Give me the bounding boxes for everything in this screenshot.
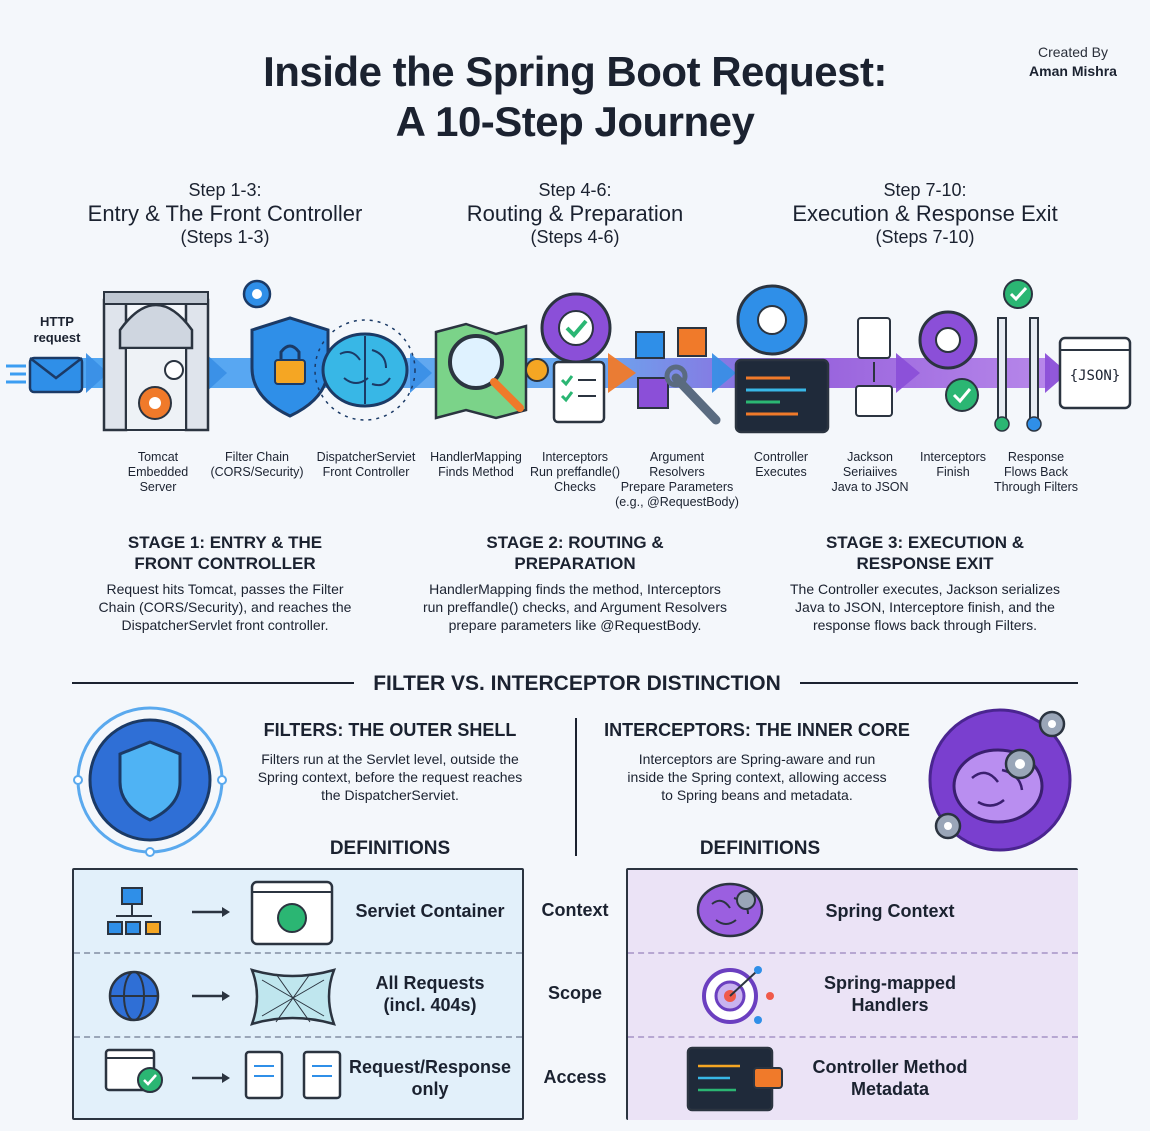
security-shield-icon bbox=[242, 279, 330, 418]
vertical-divider bbox=[575, 718, 577, 856]
tomcat-gate-icon bbox=[102, 291, 210, 432]
json-window-icon bbox=[1058, 336, 1132, 410]
filter-row-icons bbox=[104, 880, 342, 1100]
arrow-right-icon bbox=[192, 907, 230, 917]
dispatcher-brain-icon bbox=[314, 319, 416, 421]
json-label: {JSON} bbox=[1069, 368, 1121, 384]
filter-shield-badge bbox=[73, 706, 227, 857]
phase-2-header: Step 4-6: Routing & Preparation (Steps 4… bbox=[405, 180, 745, 248]
phase-3-step: Step 7-10: bbox=[883, 180, 967, 200]
flow-arrow bbox=[410, 353, 432, 393]
arrow-right-icon bbox=[192, 991, 230, 1001]
phase-2-range: (Steps 4-6) bbox=[530, 227, 620, 247]
map-magnifier-icon bbox=[434, 322, 528, 420]
created-by-label: Created By bbox=[1037, 44, 1109, 60]
divider-left bbox=[72, 682, 354, 684]
browser-check-icon bbox=[104, 1048, 163, 1093]
controller-code-icon bbox=[734, 284, 830, 434]
flow-arrow-purple bbox=[1045, 353, 1068, 393]
interceptor-checks-icon bbox=[525, 292, 612, 424]
arrow-right-icon bbox=[192, 1073, 230, 1083]
definitions-title-right: DEFINITIONS bbox=[699, 838, 821, 859]
divider-right bbox=[800, 682, 1078, 684]
filter-context-value: Serviet Container bbox=[355, 901, 505, 921]
phase-1-header: Step 1-3: Entry & The Front Controller (… bbox=[55, 180, 395, 248]
envelope-icon bbox=[6, 356, 84, 394]
argument-resolver-icon bbox=[635, 327, 721, 425]
phase-3-name: Execution & Response Exit bbox=[792, 201, 1058, 226]
target-icon bbox=[702, 966, 774, 1024]
stage-3-description: The Controller executes, Jackson seriali… bbox=[789, 581, 1060, 633]
net-icon bbox=[249, 968, 337, 1026]
flow-arrow bbox=[712, 353, 736, 393]
distinction-title: FILTER VS. INTERCEPTOR DISTINCTION bbox=[373, 672, 781, 695]
response-filters-icon bbox=[994, 279, 1042, 432]
interceptors-title: INTERCEPTORS: THE INNER CORE bbox=[604, 720, 910, 740]
phase-1-name: Entry & The Front Controller bbox=[87, 201, 363, 226]
page-title-line2: A 10-Step Journey bbox=[395, 98, 755, 145]
flow-arrow bbox=[205, 353, 227, 393]
phase-2-step: Step 4-6: bbox=[538, 180, 612, 200]
hierarchy-icon bbox=[107, 887, 161, 935]
flow-arrow-orange bbox=[608, 353, 636, 393]
jackson-document-icon bbox=[855, 317, 893, 417]
flow-arrow-purple bbox=[896, 353, 920, 393]
globe-icon bbox=[108, 970, 160, 1022]
step-label-filter-chain: Filter Chain(CORS/Security) bbox=[210, 450, 304, 479]
phase-3-header: Step 7-10: Execution & Response Exit (St… bbox=[755, 180, 1095, 248]
phase-1-step: Step 1-3: bbox=[188, 180, 262, 200]
phase-1-range: (Steps 1-3) bbox=[180, 227, 270, 247]
phase-2-name: Routing & Preparation bbox=[466, 201, 684, 226]
flow-arrow bbox=[86, 353, 108, 393]
filter-scope-value: All Requests(incl. 404s) bbox=[375, 973, 485, 1015]
request-flow-diagram bbox=[6, 279, 1132, 434]
category-scope: Scope bbox=[547, 983, 603, 1003]
stage-2-title: STAGE 2: ROUTING &PREPARATION bbox=[486, 533, 664, 573]
interceptor-row-icons bbox=[686, 882, 783, 1112]
interceptor-brain-badge bbox=[928, 708, 1072, 852]
stage-3-title: STAGE 3: EXECUTION &RESPONSE EXIT bbox=[825, 533, 1025, 573]
page-title-line1: Inside the Spring Boot Request: bbox=[263, 48, 887, 95]
category-access: Access bbox=[543, 1067, 607, 1087]
stage-2-description: HandlerMapping finds the method, Interce… bbox=[422, 581, 727, 633]
stage-2-summary: STAGE 2: ROUTING &PREPARATION HandlerMap… bbox=[405, 532, 745, 634]
filters-title: FILTERS: THE OUTER SHELL bbox=[263, 720, 517, 740]
author-name: Aman Mishra bbox=[1029, 63, 1117, 79]
category-context: Context bbox=[541, 900, 609, 920]
spring-container-icon bbox=[250, 880, 334, 946]
http-request-label: HTTP request bbox=[33, 314, 81, 345]
spring-brain-icon bbox=[696, 882, 764, 938]
stage-3-summary: STAGE 3: EXECUTION &RESPONSE EXIT The Co… bbox=[775, 532, 1075, 634]
filters-description: Filters run at the Servlet level, outsid… bbox=[257, 751, 523, 803]
phase-3-range: (Steps 7-10) bbox=[875, 227, 975, 247]
definitions-title-left: DEFINITIONS bbox=[329, 838, 451, 859]
request-response-documents-icon bbox=[244, 1050, 342, 1100]
interceptors-finish-icon bbox=[918, 310, 979, 412]
interceptor-context-value: Spring Context bbox=[825, 901, 955, 921]
code-window-icon bbox=[686, 1046, 783, 1112]
